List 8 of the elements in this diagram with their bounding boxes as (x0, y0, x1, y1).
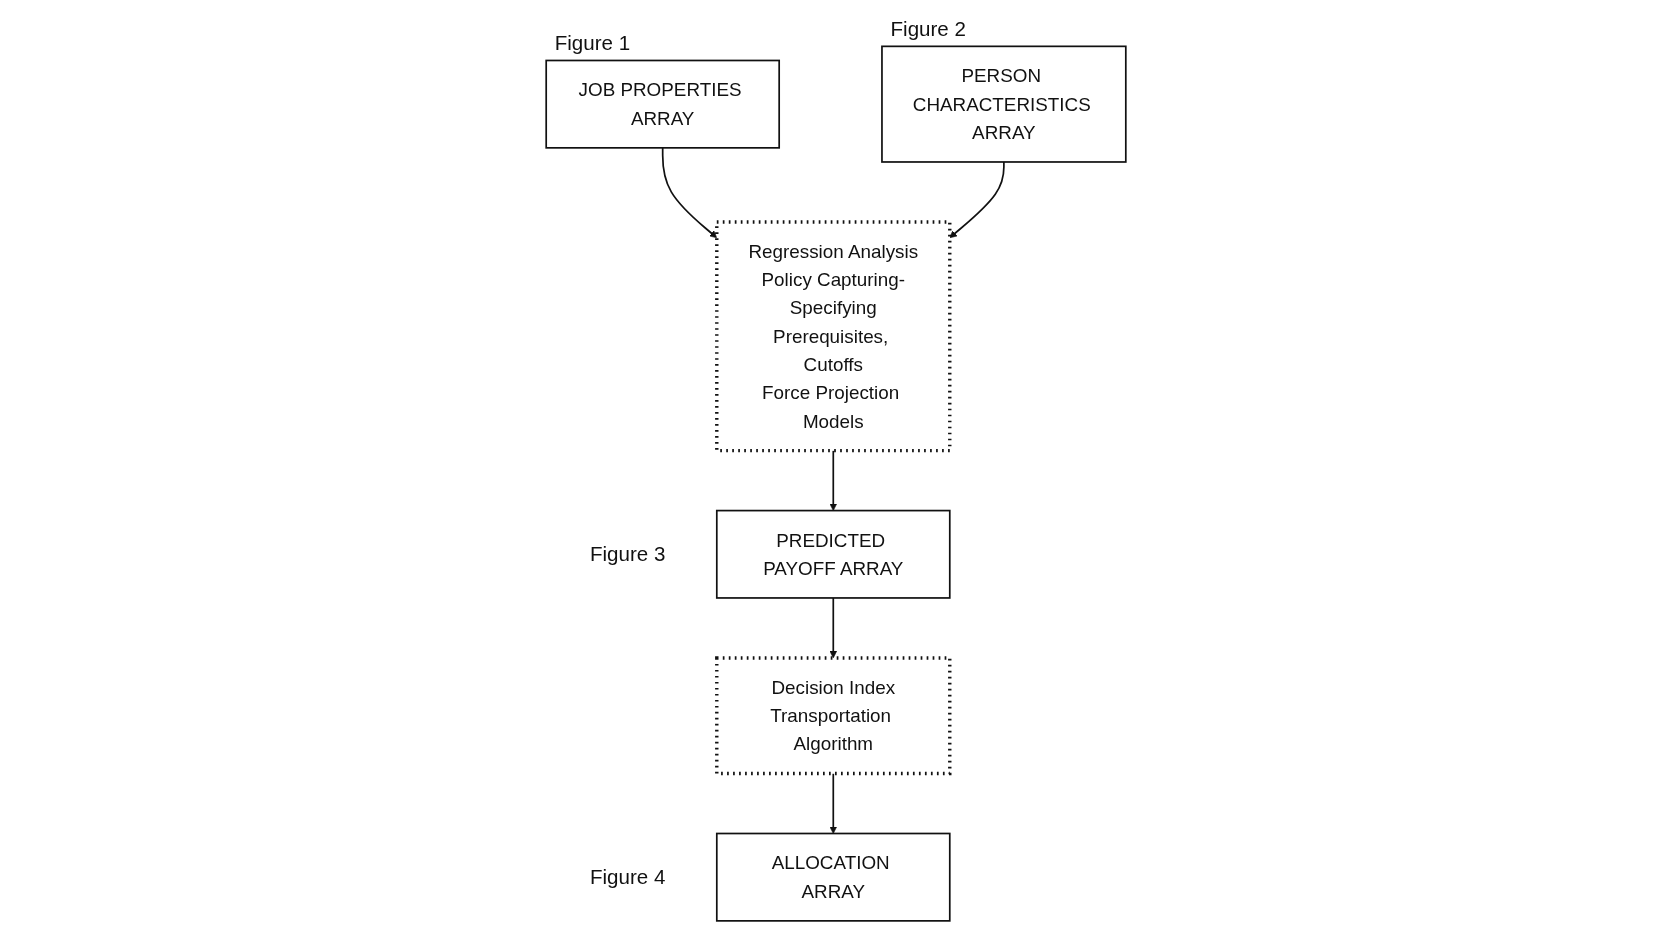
node-box: PERSON CHARACTERISTICS ARRAY (881, 45, 1127, 163)
node-box: PREDICTED PAYOFF ARRAY (715, 509, 951, 599)
figure-caption: Figure 2 (890, 17, 966, 41)
node-box: ALLOCATION ARRAY (715, 832, 951, 922)
figure-caption: Figure 4 (590, 865, 666, 889)
figure-caption: Figure 1 (554, 31, 631, 55)
figure-caption: Figure 3 (590, 542, 666, 566)
node-box: JOB PROPERTIES ARRAY (545, 59, 781, 149)
